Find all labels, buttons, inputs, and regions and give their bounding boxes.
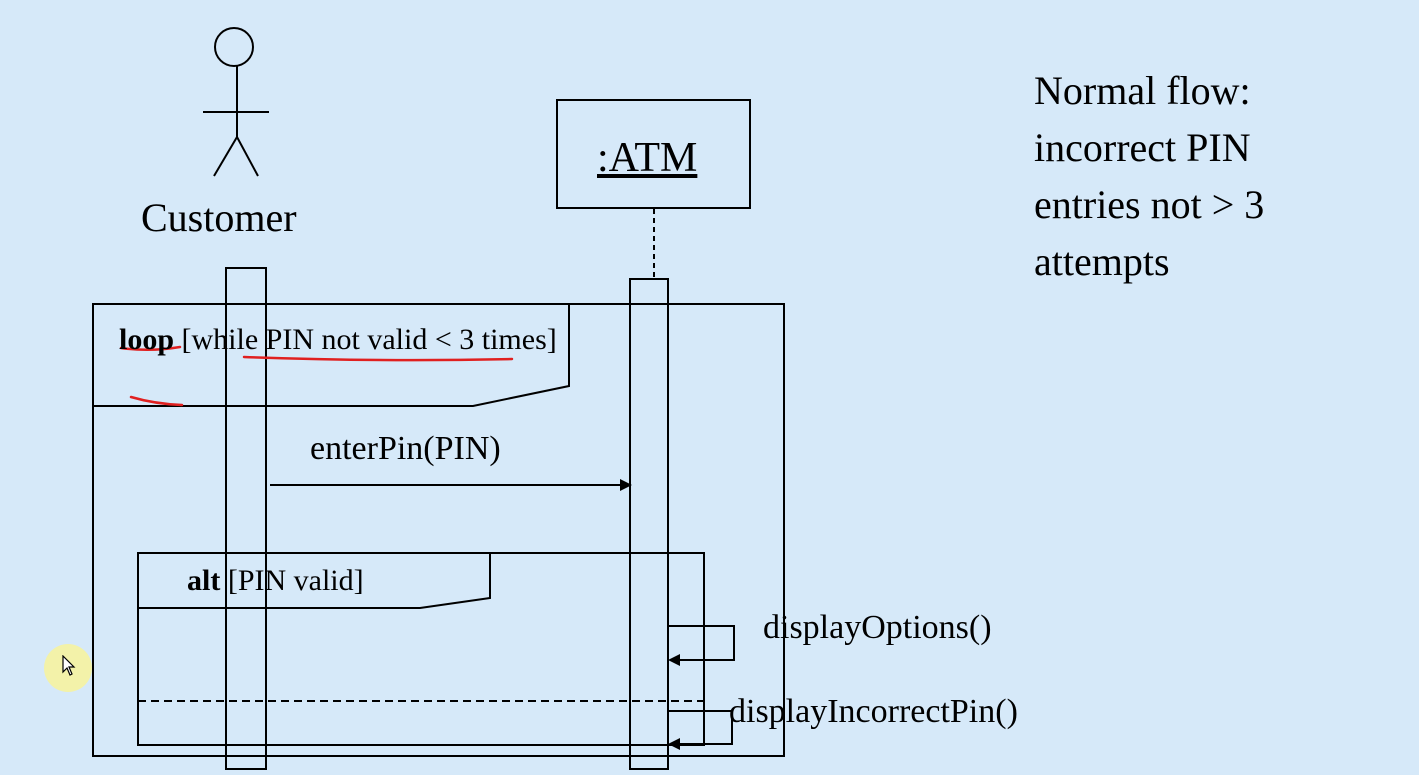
note-line: incorrect PIN — [1034, 125, 1251, 170]
message-label-displayoptions: displayOptions() — [763, 609, 992, 646]
alt-fragment-frame — [137, 552, 705, 746]
note-line: entries not > 3 — [1034, 182, 1265, 227]
displayincorrectpin-self-arrow — [668, 710, 733, 750]
note-line: attempts — [1034, 239, 1170, 284]
alt-guard: [PIN valid] — [227, 564, 364, 597]
note-normal-flow: Normal flow: incorrect PIN entries not >… — [1034, 62, 1264, 290]
customer-activation-bar — [225, 267, 267, 770]
alt-fragment-pentagon — [138, 553, 491, 609]
loop-fragment-frame — [92, 303, 785, 757]
actor-label-customer: Customer — [141, 195, 297, 240]
loop-guard: [while PIN not valid < 3 times] — [181, 323, 557, 356]
loop-operator: loop — [119, 323, 175, 356]
loop-fragment-pentagon — [93, 304, 570, 407]
object-label-atm: :ATM — [597, 135, 698, 181]
alt-fragment-label: alt [PIN valid] — [187, 566, 364, 596]
atm-activation-bar — [629, 278, 669, 770]
message-label-enterpin: enterPin(PIN) — [310, 430, 501, 467]
note-line: Normal flow: — [1034, 68, 1251, 113]
loop-fragment-label: loop [while PIN not valid < 3 times] — [119, 318, 564, 361]
displayoptions-self-arrow — [668, 625, 735, 666]
red-annotation-marks — [119, 345, 514, 407]
alt-operator: alt — [187, 564, 221, 597]
stick-figure-icon — [203, 27, 269, 177]
cursor-highlight — [44, 644, 92, 692]
message-label-displayincorrectpin: displayIncorrectPin() — [729, 693, 1018, 730]
mouse-pointer-icon — [62, 655, 76, 676]
enterpin-arrow — [270, 479, 632, 491]
atm-object-box — [556, 99, 751, 209]
